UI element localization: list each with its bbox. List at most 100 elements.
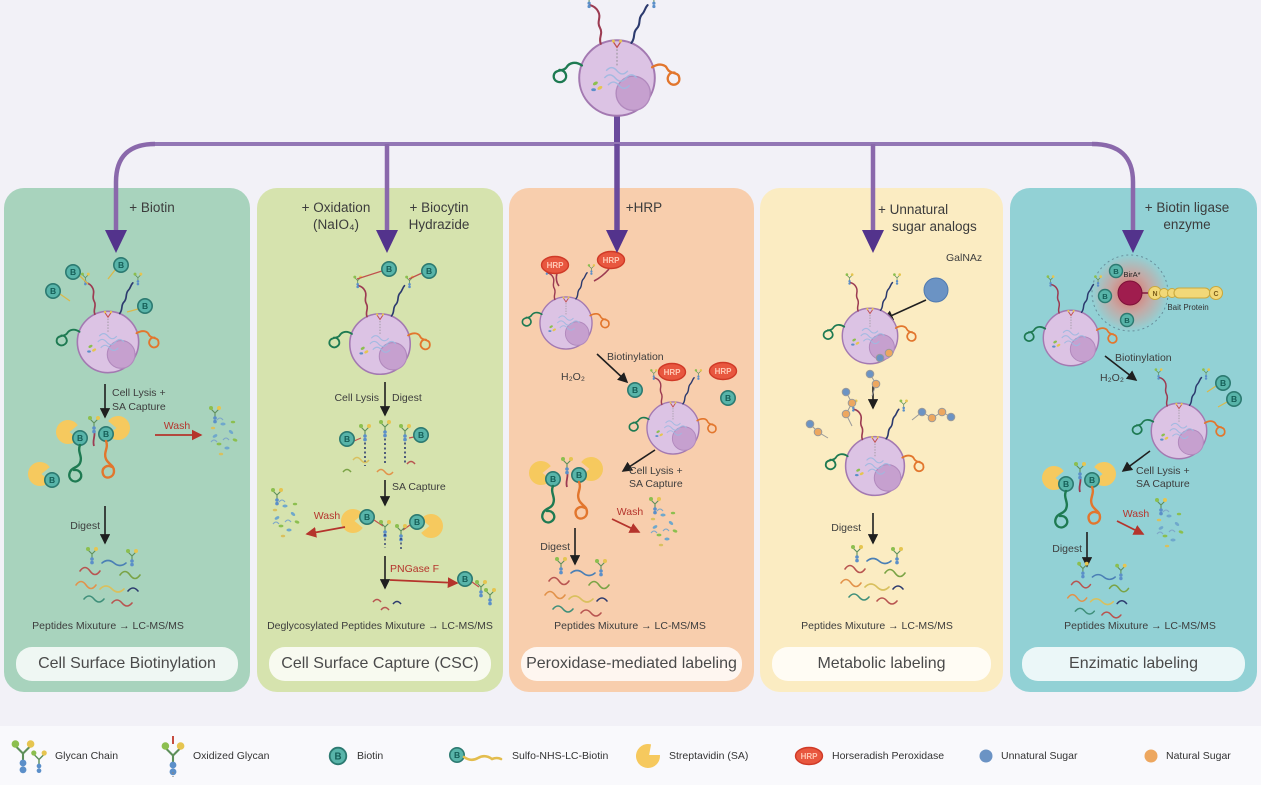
unnatural-sugar-icon: [979, 749, 993, 762]
step-label: SA Capture: [112, 401, 166, 413]
source-cell-icon: [554, 0, 680, 116]
biotin-icon: [626, 381, 644, 399]
biotin-icon: [719, 389, 737, 407]
sa-captured-glycopeptides: [340, 508, 444, 550]
panel-cell-surface-biotinylation: + Biotin Cell Lysis + SA Capture Wash Di…: [4, 188, 250, 692]
wash-arrow: [611, 518, 641, 533]
cell-icon: [329, 276, 430, 375]
panel-illustration: BirA* N C Bait Protein Biotinylation H₂O…: [1010, 254, 1242, 632]
streptavidin-capture-cluster: [529, 457, 603, 522]
biotin-icon: [380, 260, 398, 278]
streptavidin-icon: [340, 509, 363, 533]
diagonal-arrow: [1104, 355, 1138, 381]
sugar-chains: [805, 348, 956, 439]
oxidized-glycan-icon: [160, 735, 186, 777]
n-terminus-label: N: [1152, 291, 1157, 298]
step-label: H₂O₂: [1100, 372, 1124, 384]
pngase-arrow: [389, 577, 459, 588]
panel-footer-label: Peroxidase-mediated labeling: [521, 647, 742, 681]
uptake-arrow: [882, 299, 927, 321]
bira-enzyme-icon: [1117, 280, 1143, 306]
streptavidin-icon: [421, 514, 444, 538]
washed-glycans-icon: [1155, 498, 1184, 547]
wash-arrow: [1116, 520, 1145, 535]
biotin-icon: [113, 256, 129, 274]
cell-icon: [824, 273, 916, 363]
legend-item-glycan-chain: Glycan Chain: [10, 726, 118, 785]
biotin-icon: [412, 426, 430, 444]
washed-peptides-icon: [271, 488, 300, 537]
wash-label: Wash: [314, 510, 341, 522]
step-label: SA Capture: [392, 481, 446, 493]
biotin-icon: [65, 263, 81, 281]
panel-illustration: Cell Lysis Digest SA Capture W: [267, 260, 497, 632]
natural-sugar-icon: [1144, 749, 1158, 762]
biotin-icon: [408, 513, 426, 531]
hrp-icon: [794, 746, 824, 765]
panel-illustration: Biotinylation H₂O₂ Cell Lysis + SA Captu…: [509, 250, 738, 632]
washed-glycans-icon: [209, 406, 238, 455]
hrp-icon: [596, 250, 626, 270]
legend-item-horseradish-peroxidase: Horseradish Peroxidase: [793, 726, 944, 785]
glycan-chain-icon: [10, 738, 48, 774]
legend-item-oxidized-glycan: Oxidized Glycan: [160, 726, 269, 785]
hrp-icon: [708, 361, 738, 381]
panel-peroxidase-mediated: +HRP Biotinylation H₂O₂ Cell Lysis + SA …: [509, 188, 754, 692]
legend-item-unnatural-sugar: Unnatural Sugar: [978, 726, 1077, 785]
mixture-label: Deglycosylated Peptides Mixuture → LC-MS…: [267, 620, 493, 632]
panel-metabolic-labeling: + Unnatural sugar analogs GalNAz Digest …: [760, 188, 1003, 692]
peptide-mixture-icon: [1068, 562, 1129, 618]
biotin-icon: [43, 471, 61, 489]
bait-protein-bar: [1173, 287, 1211, 299]
wash-label: Wash: [164, 420, 191, 432]
biotin-icon: [44, 282, 62, 300]
step-label: Biotinylation: [607, 351, 664, 363]
bait-protein-label: Bait Protein: [1167, 303, 1208, 312]
legend: Glycan Chain Oxidized Glycan Biotin Sulf…: [0, 726, 1261, 785]
step-label: Digest: [392, 392, 422, 404]
step-label: Cell Lysis +: [112, 387, 166, 399]
hrp-icon: [540, 255, 570, 275]
bira-label: BirA*: [1123, 270, 1140, 279]
peptide-mixture-icon: [841, 545, 905, 604]
biotin-glycopeptides-cluster: [338, 419, 430, 476]
step-label: SA Capture: [629, 478, 683, 490]
cell-icon: [826, 400, 924, 496]
panel-illustration: Cell Lysis + SA Capture Wash Digest Pept…: [27, 256, 250, 632]
wash-arrow: [305, 526, 346, 538]
cell-icon: [522, 264, 609, 349]
biotin-icon: [1226, 390, 1242, 408]
digest-label: Digest: [1052, 543, 1082, 555]
streptavidin-icon: [636, 742, 662, 769]
streptavidin-capture-cluster: [1042, 462, 1116, 527]
panel-title: + Unnatural sugar analogs: [878, 202, 977, 234]
biotin-icon: [358, 508, 376, 526]
step-label: H₂O₂: [561, 371, 585, 383]
galnaz-sugar-icon: [923, 277, 949, 303]
streptavidin-capture-cluster: [56, 416, 130, 481]
hrp-icon: [657, 362, 687, 382]
cell-icon: [57, 273, 159, 373]
panel-title: + Oxidation(NaIO₄): [301, 200, 371, 232]
wash-label: Wash: [1123, 508, 1150, 520]
biotin-icon: [1097, 288, 1113, 304]
biotin-icon: [1108, 263, 1124, 279]
biotin-icon: [137, 297, 153, 315]
legend-item-sulfo-nhs-lc-biotin: Sulfo-NHS-LC-Biotin: [447, 726, 608, 785]
biotin-icon: [338, 430, 356, 448]
c-terminus-label: C: [1213, 291, 1218, 298]
digest-label: Digest: [540, 541, 570, 553]
step-label: SA Capture: [1136, 478, 1190, 490]
legend-item-streptavidin: Streptavidin (SA): [636, 726, 748, 785]
wash-label: Wash: [617, 506, 644, 518]
biotin-icon: [328, 746, 348, 765]
digest-label: Digest: [831, 522, 861, 534]
legend-item-natural-sugar: Natural Sugar: [1143, 726, 1231, 785]
sulfo-nhs-lc-biotin-icon: [448, 746, 503, 763]
step-label: Cell Lysis +: [629, 465, 683, 477]
biotin-icon: [1215, 374, 1231, 392]
panel-title: +HRP: [625, 200, 663, 215]
